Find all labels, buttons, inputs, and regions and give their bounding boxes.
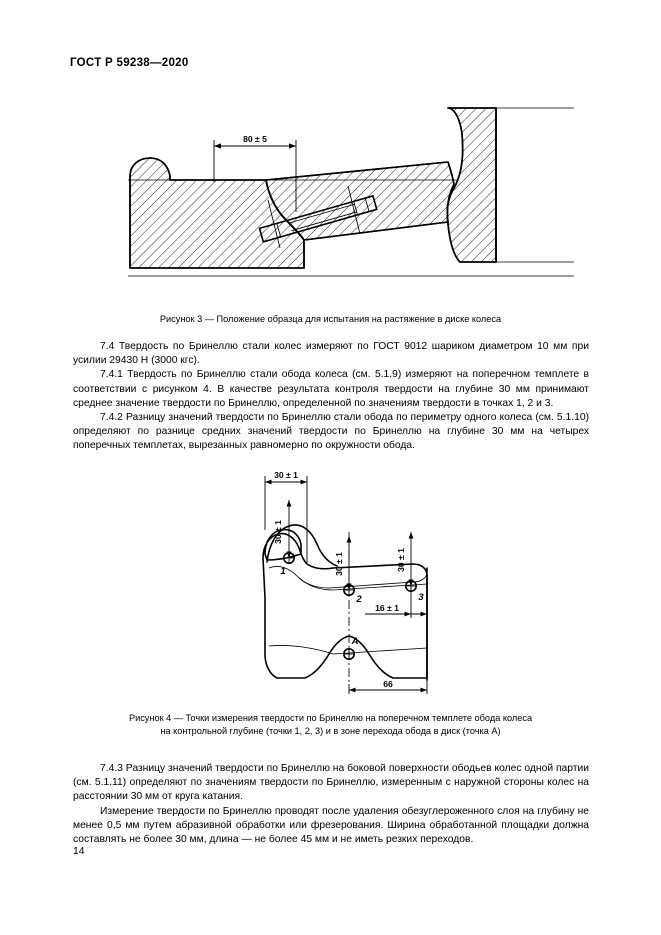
wheel-disc-web: [265, 161, 455, 241]
dimension-80pm5: 80 ± 5: [213, 134, 297, 212]
dimension-30pm1-point1: 30 ± 1: [273, 500, 292, 558]
point-label-3: 3: [418, 592, 424, 603]
measurement-point-1: 1: [280, 552, 295, 577]
figure-4-caption: Рисунок 4 — Точки измерения твердости по…: [0, 712, 661, 738]
dimension-30pm1-top: 30 ± 1: [264, 470, 308, 564]
wheel-rim-section: [129, 157, 305, 269]
figure-4-drawing: 30 ± 1 30 ± 1 30 ± 1 30 ± 1: [243, 468, 448, 696]
dimension-30pm1-point2: 30 ± 1: [334, 536, 352, 590]
point-label-1: 1: [280, 566, 285, 577]
text-block-section-74: 7.4 Твердость по Бринеллю стали колес из…: [73, 340, 589, 454]
figure-4-caption-line-2: на контрольной глубине (точки 1, 2, 3) и…: [160, 726, 501, 736]
measurement-point-3: 3: [405, 580, 424, 603]
dimension-label-30pm1-point3: 30 ± 1: [396, 548, 406, 572]
dimension-30pm1-point3: 30 ± 1: [396, 532, 414, 586]
dimension-label-30pm1-point1: 30 ± 1: [273, 520, 283, 544]
rim-template-outline: [262, 524, 428, 681]
text-block-section-743: 7.4.3 Разницу значений твердости по Брин…: [73, 762, 589, 847]
page-number: 14: [73, 846, 85, 857]
figure-3-drawing: 80 ± 5: [118, 100, 578, 290]
document-standard-header: ГОСТ Р 59238—2020: [70, 57, 189, 69]
paragraph-7-4-2: 7.4.2 Разницу значений твердости по Брин…: [73, 412, 589, 452]
dimension-label-66: 66: [383, 679, 393, 689]
dimension-label-80pm5: 80 ± 5: [243, 134, 267, 144]
measurement-point-a: A: [343, 636, 359, 661]
paragraph-7-4: 7.4 Твердость по Бринеллю стали колес из…: [73, 341, 589, 367]
paragraph-7-4-3: 7.4.3 Разницу значений твердости по Брин…: [73, 763, 589, 803]
paragraph-7-4-1: 7.4.1 Твердость по Бринеллю стали обода …: [73, 369, 589, 409]
dimension-label-30pm1-point2: 30 ± 1: [334, 552, 344, 576]
dimension-label-16pm1: 16 ± 1: [375, 603, 399, 613]
figure-3-caption: Рисунок 3 — Положение образца для испыта…: [159, 314, 502, 324]
paragraph-measurement-note: Измерение твердости по Бринеллю проводят…: [73, 805, 589, 846]
dimension-label-30pm1-top: 30 ± 1: [274, 470, 298, 480]
point-label-a: A: [351, 636, 359, 647]
figure-4-caption-line-1: Рисунок 4 — Точки измерения твердости по…: [128, 713, 533, 723]
measurement-point-2: 2: [343, 584, 362, 605]
point-label-2: 2: [355, 594, 362, 605]
tensile-specimen: [258, 185, 378, 249]
wheel-hub-section: [446, 107, 497, 263]
dimension-66-bottom: 66: [348, 679, 428, 694]
